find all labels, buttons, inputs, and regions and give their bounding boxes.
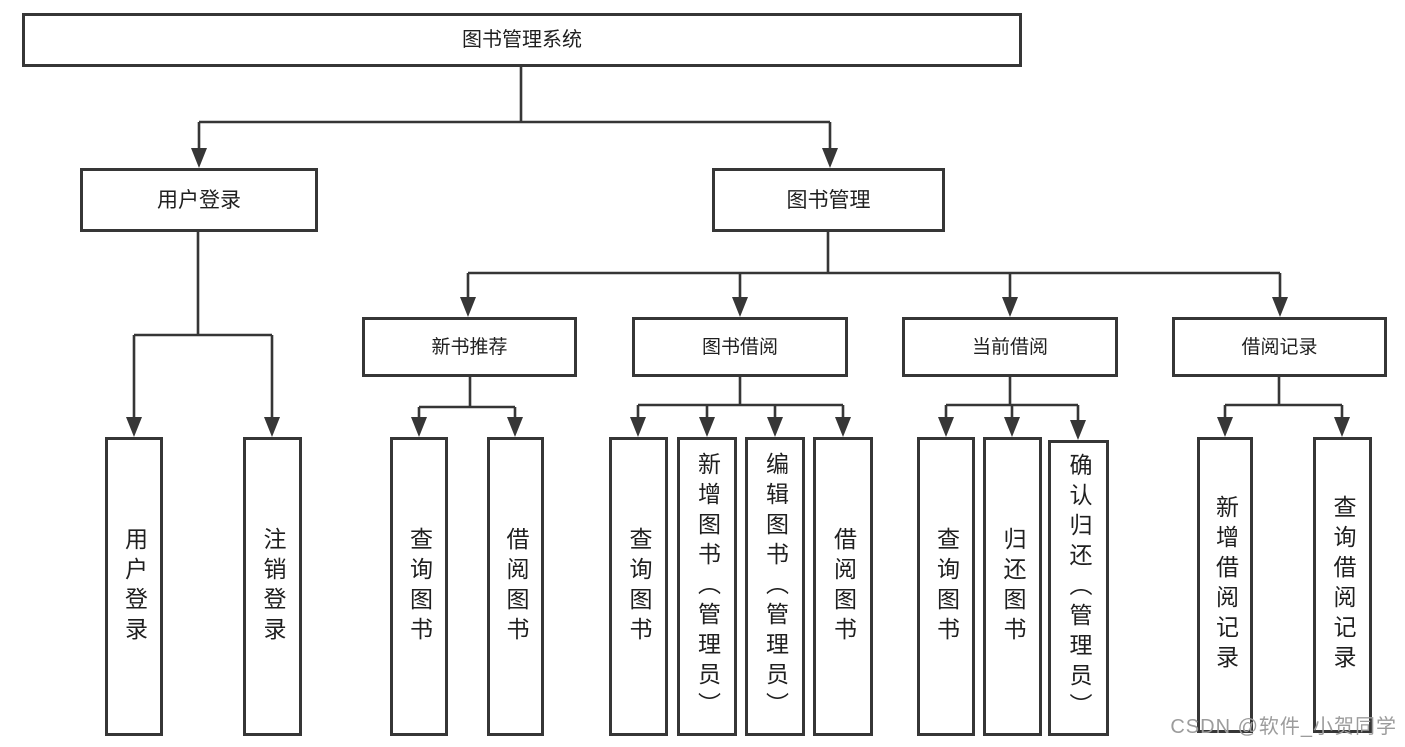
csdn-watermark: CSDN @软件_小贺同学 bbox=[1170, 716, 1397, 738]
leaf-query-books-borrowing: 查询图书 bbox=[609, 437, 668, 736]
connector-records-to-leaves bbox=[1223, 377, 1344, 419]
arrow-down-icon bbox=[411, 417, 427, 437]
leaf-query-borrow-record-label: 查询借阅记录 bbox=[1330, 495, 1356, 675]
leaf-user-login: 用户登录 bbox=[105, 437, 163, 736]
arrow-down-icon bbox=[1217, 417, 1233, 437]
arrow-down-icon bbox=[938, 417, 954, 437]
node-book-borrowing-label: 图书借阅 bbox=[701, 336, 778, 358]
leaf-query-books-recommend-label: 查询图书 bbox=[406, 526, 433, 647]
arrow-down-icon bbox=[1334, 417, 1350, 437]
node-borrowing-records: 借阅记录 bbox=[1172, 317, 1387, 377]
leaf-confirm-return-admin-label: 确认归还（管理员） bbox=[1066, 453, 1092, 723]
node-new-book-recommend: 新书推荐 bbox=[362, 317, 577, 377]
arrow-down-icon bbox=[699, 417, 715, 437]
node-book-management-group-label: 图书管理 bbox=[786, 188, 871, 212]
arrow-down-icon bbox=[191, 148, 207, 168]
arrow-down-icon bbox=[732, 297, 748, 317]
leaf-borrow-books: 借阅图书 bbox=[813, 437, 873, 736]
node-user-login-group: 用户登录 bbox=[80, 168, 318, 232]
arrow-down-icon bbox=[835, 417, 851, 437]
connector-root-to-l2 bbox=[197, 66, 832, 150]
leaf-edit-books-admin-label: 编辑图书（管理员） bbox=[762, 451, 789, 722]
connector-current-to-leaves bbox=[944, 377, 1080, 422]
leaf-confirm-return-admin: 确认归还（管理员） bbox=[1048, 440, 1109, 736]
leaf-query-books-recommend: 查询图书 bbox=[390, 437, 448, 736]
leaf-logout-label: 注销登录 bbox=[260, 526, 286, 647]
node-root-label: 图书管理系统 bbox=[462, 29, 582, 51]
leaf-user-login-label: 用户登录 bbox=[121, 526, 148, 647]
connector-borrow-to-leaves bbox=[636, 377, 845, 419]
arrow-down-icon bbox=[822, 148, 838, 168]
node-new-book-recommend-label: 新书推荐 bbox=[431, 336, 508, 358]
arrow-down-icon bbox=[630, 417, 646, 437]
arrow-down-icon bbox=[767, 417, 783, 437]
leaf-add-books-admin: 新增图书（管理员） bbox=[677, 437, 737, 736]
leaf-logout: 注销登录 bbox=[243, 437, 302, 736]
leaf-borrow-books-recommend: 借阅图书 bbox=[487, 437, 544, 736]
arrow-down-icon bbox=[1070, 420, 1086, 440]
node-current-borrowing-label: 当前借阅 bbox=[971, 336, 1048, 358]
node-user-login-group-label: 用户登录 bbox=[157, 188, 241, 212]
arrow-down-icon bbox=[126, 417, 142, 437]
arrow-down-icon bbox=[1272, 297, 1288, 317]
leaf-return-books: 归还图书 bbox=[983, 437, 1042, 736]
arrow-down-icon bbox=[1004, 417, 1020, 437]
connector-bookmgmt-to-l3 bbox=[466, 232, 1282, 298]
arrow-down-icon bbox=[460, 297, 476, 317]
arrow-down-icon bbox=[264, 417, 280, 437]
leaf-borrow-books-label: 借阅图书 bbox=[830, 526, 857, 647]
node-borrowing-records-label: 借阅记录 bbox=[1241, 336, 1318, 358]
leaf-return-books-label: 归还图书 bbox=[1000, 526, 1026, 647]
node-book-borrowing: 图书借阅 bbox=[632, 317, 848, 377]
node-root: 图书管理系统 bbox=[22, 13, 1022, 67]
leaf-query-books-current-label: 查询图书 bbox=[933, 526, 960, 647]
leaf-add-books-admin-label: 新增图书（管理员） bbox=[694, 451, 721, 722]
arrow-down-icon bbox=[507, 417, 523, 437]
leaf-borrow-books-recommend-label: 借阅图书 bbox=[503, 526, 529, 647]
arrow-down-icon bbox=[1002, 297, 1018, 317]
leaf-query-books-current: 查询图书 bbox=[917, 437, 975, 736]
node-current-borrowing: 当前借阅 bbox=[902, 317, 1118, 377]
connector-newbook-to-leaves bbox=[417, 377, 517, 419]
node-book-management-group: 图书管理 bbox=[712, 168, 945, 232]
connector-userlogin-to-leaves bbox=[132, 232, 274, 419]
leaf-query-books-borrowing-label: 查询图书 bbox=[626, 526, 652, 647]
leaf-add-borrow-record: 新增借阅记录 bbox=[1197, 437, 1253, 733]
leaf-edit-books-admin: 编辑图书（管理员） bbox=[745, 437, 805, 736]
leaf-query-borrow-record: 查询借阅记录 bbox=[1313, 437, 1372, 733]
leaf-add-borrow-record-label: 新增借阅记录 bbox=[1212, 495, 1239, 675]
